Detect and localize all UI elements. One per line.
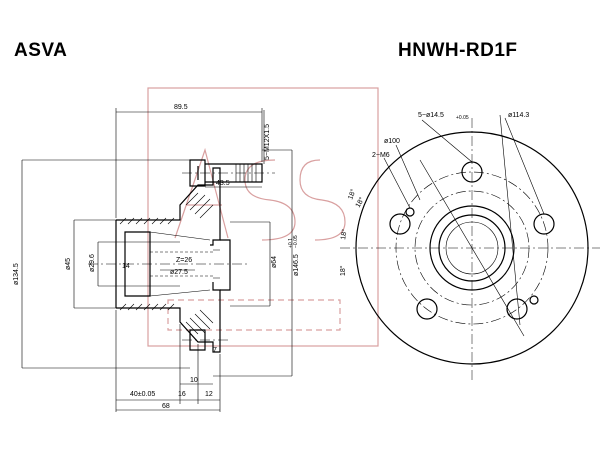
dim-stud-holes-tol: +0.05 (456, 115, 469, 121)
dim-inner-diameter: ø29.6 (89, 254, 96, 272)
dim-flange-diameter: ø134.5 (13, 263, 20, 285)
dim-outer-diameter: ø146.5 (293, 254, 300, 276)
dim-step-16: 16 (178, 391, 186, 398)
dim-step-10: 10 (190, 377, 198, 384)
dim-spline-spec: Z=26 (176, 257, 192, 264)
dim-step-7: 7 (213, 347, 217, 354)
part-number: HNWH-RD1F (398, 40, 518, 61)
dim-inner-pcd: ø100 (384, 138, 400, 145)
wheel-stud-head (189, 159, 206, 187)
dim-angle-c: 18° (339, 228, 349, 240)
dim-outer-tol-hi: +0.1 (288, 238, 294, 248)
dim-spline-pitch: ø27.5 (170, 269, 188, 276)
hub-upper-profile (116, 167, 221, 246)
threaded-hole-2 (529, 295, 539, 305)
dim-angle-b: 18° (354, 196, 366, 209)
dim-stud-holes: 5−ø14.5 (418, 112, 444, 119)
stud-hole-3 (506, 298, 528, 320)
dim-base-length: 40±0.05 (130, 391, 155, 398)
front-view-dimensions: 5−ø14.5 +0.05 ø114.3 ø100 2−M6 18° 18° 1… (339, 112, 545, 276)
watermark-logo (147, 87, 379, 347)
brand-name: ASVA (14, 40, 68, 61)
threaded-hole-1 (405, 207, 415, 217)
dim-overall-length: 89.5 (174, 104, 188, 111)
dim-angle-a: 18° (346, 188, 357, 201)
dim-threaded-holes: 2−M6 (372, 152, 390, 159)
side-view-dimensions: 89.5 5−M12X1.5 43.5 ø134.5 ø45 ø29.6 14 … (13, 104, 300, 412)
dim-outer-tol-lo: −0.05 (293, 235, 299, 248)
side-view-drawing (88, 159, 275, 353)
dim-groove-width: 14 (122, 263, 130, 270)
dim-stud-offset: 43.5 (216, 180, 230, 187)
dim-stud-thread: 5−M12X1.5 (264, 124, 271, 160)
dim-pilot-diameter: ø64 (271, 256, 278, 268)
dim-bore-diameter: ø45 (65, 258, 72, 270)
dim-step-12: 12 (205, 391, 213, 398)
stud-hole-5 (389, 213, 411, 235)
dim-angle-d: 18° (339, 265, 347, 276)
dim-pcd: ø114.3 (508, 112, 529, 119)
stud-hole-4 (416, 298, 438, 320)
hub-lower-profile (116, 282, 221, 353)
dim-total-length: 68 (162, 403, 170, 410)
